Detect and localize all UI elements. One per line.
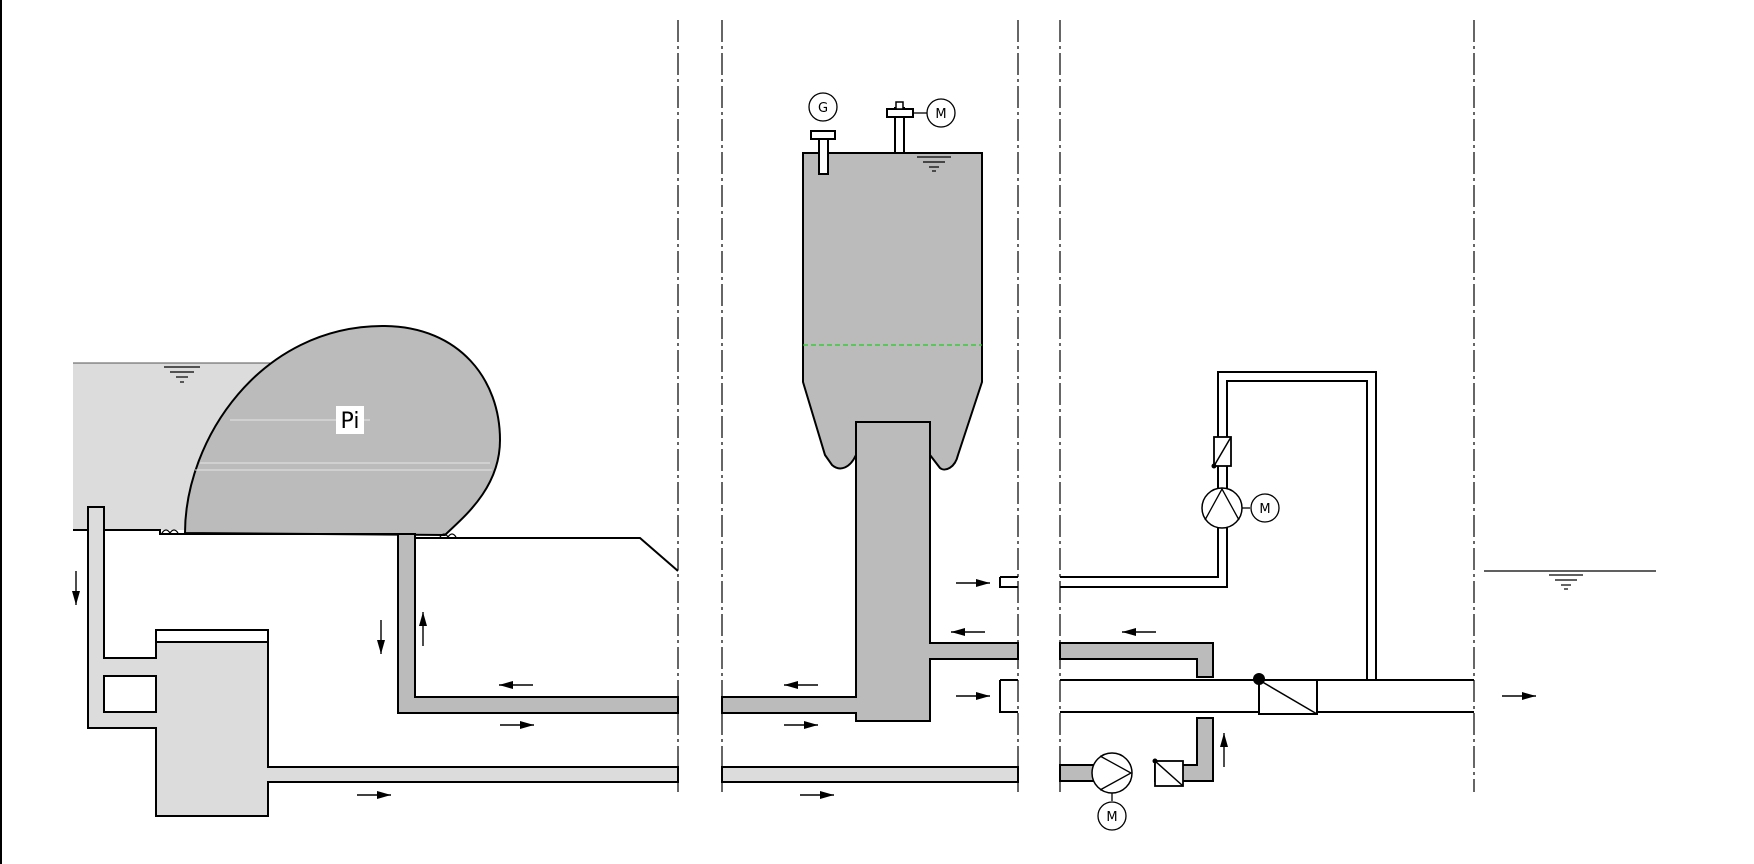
flow-arrow-icon: [377, 620, 385, 654]
return-pipe-left: [397, 533, 679, 714]
bottom-pump-motor-label: M: [1106, 810, 1117, 825]
motor-valve-label: M: [935, 107, 946, 122]
flow-arrow-icon: [1502, 692, 1536, 700]
pressure-tank-label: Pi: [341, 409, 360, 434]
feed-pipe: [999, 371, 1474, 681]
flow-arrow-icon: [800, 791, 834, 799]
ground-line: [73, 529, 398, 535]
pump-icon: [1091, 752, 1133, 831]
flow-arrow-icon: [1122, 628, 1156, 636]
flow-arrow-icon: [951, 628, 985, 636]
flow-arrow-icon: [500, 721, 534, 729]
motor-icon: [886, 98, 956, 154]
water-level-icon: [917, 156, 951, 172]
gauge-label: G: [818, 101, 828, 116]
pi-label-box: [336, 406, 364, 434]
recirc-pipe: [1059, 642, 1214, 678]
flow-arrow-icon: [499, 681, 533, 689]
flow-arrow-icon: [784, 721, 818, 729]
tank-foot: [161, 529, 179, 535]
flow-arrow-icon: [357, 791, 391, 799]
tank-column: [721, 421, 1019, 722]
flow-arrows: [72, 571, 1536, 799]
recirc-pump-motor-label: M: [1259, 502, 1270, 517]
reservoir-water: [73, 363, 270, 530]
water-level-icon: [164, 366, 200, 383]
intake-structure: [87, 506, 679, 817]
flow-arrow-icon: [956, 692, 990, 700]
ground-line-right: [414, 534, 679, 572]
flow-arrow-icon: [956, 579, 990, 587]
flow-arrow-icon: [784, 681, 818, 689]
flow-arrow-icon: [72, 571, 80, 605]
intake-window: [103, 675, 157, 713]
intake-pipe-middle: [721, 766, 1019, 783]
pump-icon: [1201, 487, 1280, 529]
gauge-icon: [808, 92, 838, 175]
main-outlet-pipe: [999, 679, 1474, 713]
check-valve-icon: [1211, 436, 1232, 469]
water-level-icon: [1549, 574, 1583, 590]
flow-arrow-icon: [1220, 733, 1228, 767]
check-valve-icon: [1152, 758, 1184, 787]
check-valve-icon: [1253, 673, 1318, 715]
flow-arrow-icon: [419, 612, 427, 646]
intake-cover: [155, 629, 269, 643]
